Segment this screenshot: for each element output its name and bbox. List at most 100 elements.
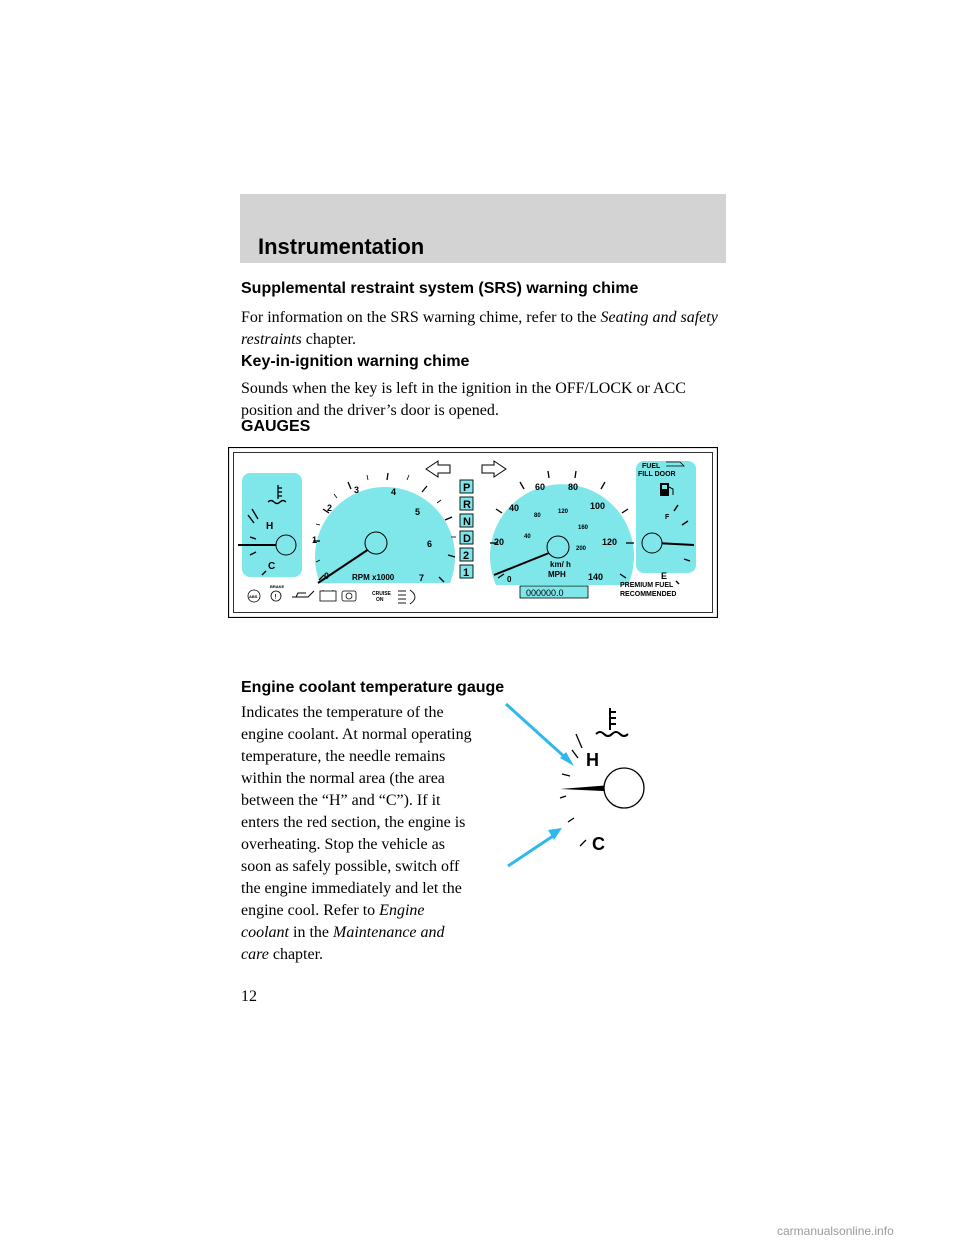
gear-label-R: R — [463, 499, 471, 511]
mph-tick-20: 20 — [494, 537, 504, 547]
kmh-tick-80: 80 — [534, 513, 541, 519]
coolant-gauge-figure: H C — [500, 700, 660, 870]
coolant-line: engine cool. Refer to Engine — [241, 900, 501, 922]
engine-check-icon — [341, 590, 357, 602]
tach-tick-1: 1 — [312, 535, 317, 545]
gear-box-N — [459, 513, 474, 528]
cruise-label-1: CRUISE — [372, 591, 392, 597]
tach-tick-5: 5 — [415, 507, 420, 517]
gear-label-1: 1 — [463, 567, 469, 579]
mph-tick-0: 0 — [507, 575, 512, 584]
brake-label: BRAKE — [270, 584, 285, 589]
tach-tick-7: 7 — [419, 573, 424, 583]
gear-box-R — [459, 496, 474, 511]
temp-cold-label: C — [268, 561, 275, 572]
page-number: 12 — [241, 988, 257, 1005]
high-beam-icon — [398, 589, 416, 605]
coolant-temp-icon — [267, 485, 287, 505]
odometer-readout: 000000.0 — [526, 588, 564, 598]
right-turn-arrow-icon — [481, 460, 507, 478]
header-band: Instrumentation — [240, 194, 726, 263]
srs-chapter-ref: Seating and safety restraints — [241, 309, 718, 348]
coolant-ref-3: Maintenance and — [333, 924, 445, 941]
mph-tick-120: 120 — [602, 537, 617, 547]
tach-label: RPM x1000 — [352, 573, 395, 582]
page-title: Instrumentation — [258, 234, 425, 259]
fuel-empty-label: E — [661, 571, 667, 581]
fuel-door-label-1: FUEL — [642, 463, 661, 470]
coolant-line: between the “H” and “C”). If it — [241, 792, 441, 809]
kmh-tick-40: 40 — [524, 534, 531, 540]
coolant-temp-icon — [595, 708, 629, 737]
coolant-line: within the normal area (the area — [241, 770, 445, 787]
cruise-label-2: ON — [376, 597, 384, 603]
mph-tick-100: 100 — [590, 501, 605, 511]
mph-tick-80: 80 — [568, 482, 578, 492]
coolant-line-text: engine cool. Refer to — [241, 902, 376, 919]
key-line-2: position and the driver’s door is opened… — [241, 402, 499, 419]
coolant-hot-label: H — [586, 750, 599, 770]
coolant-cold-label: C — [592, 834, 605, 854]
key-line-1: Sounds when the key is left in the ignit… — [241, 380, 686, 397]
coolant-line: coolant in the Maintenance and — [241, 922, 501, 944]
watermark: carmanualsonline.info — [777, 1224, 894, 1238]
fuel-gauge: FUEL FILL DOOR F E PREMIUM FUEL RECOMMEN… — [620, 461, 696, 598]
mph-unit-label: MPH — [548, 570, 566, 579]
battery-icon — [319, 590, 337, 602]
temp-hot-label: H — [266, 521, 273, 532]
oil-pressure-icon — [292, 590, 315, 598]
fuel-pump-icon — [660, 483, 674, 496]
fuel-door-label-2: FILL DOOR — [638, 471, 676, 478]
cold-pointer-arrow — [507, 832, 557, 868]
coolant-line: engine coolant. At normal operating — [241, 726, 472, 743]
srs-heading: Supplemental restraint system (SRS) warn… — [241, 280, 639, 297]
coolant-ref-1: Engine — [379, 902, 425, 919]
premium-fuel-label-1: PREMIUM FUEL — [620, 582, 674, 589]
abs-warning-icon: ABS — [247, 589, 261, 603]
gear-box-D — [459, 530, 474, 545]
gear-label-N: N — [463, 516, 471, 528]
tach-tick-6: 6 — [427, 539, 432, 549]
gear-box-1 — [459, 564, 474, 579]
srs-text: For information on the SRS warning chime… — [241, 309, 597, 326]
brake-warning-icon: BRAKE ! — [270, 584, 285, 602]
instrument-cluster: H C 0 1 2 3 4 5 6 7 RPM x1000 — [227, 446, 719, 619]
coolant-heading: Engine coolant temperature gauge — [241, 679, 505, 696]
mph-tick-40: 40 — [509, 503, 519, 513]
coolant-line: care chapter. — [241, 944, 501, 966]
gauges-heading: GAUGES — [241, 418, 311, 435]
key-heading: Key-in-ignition warning chime — [241, 353, 470, 370]
coolant-ref-4: care — [241, 946, 269, 963]
abs-label: ABS — [249, 594, 258, 599]
premium-fuel-label-2: RECOMMENDED — [620, 591, 676, 598]
tach-tick-0: 0 — [324, 571, 329, 581]
tach-tick-2: 2 — [327, 503, 332, 513]
gear-box-P — [459, 479, 474, 494]
coolant-ref-end: chapter. — [272, 946, 324, 963]
gear-label-P: P — [463, 482, 470, 494]
mph-tick-140: 140 — [588, 572, 603, 582]
tachometer: 0 1 2 3 4 5 6 7 RPM x1000 — [312, 472, 456, 584]
kmh-tick-200: 200 — [576, 546, 587, 552]
speedometer: 0 20 40 60 80 100 120 140 40 80 120 160 … — [490, 470, 634, 599]
coolant-line: soon as safely possible, switch off — [241, 858, 460, 875]
coolant-ref-2: coolant — [241, 924, 289, 941]
coolant-line: the engine immediately and let the — [241, 880, 462, 897]
srs-text-end: chapter. — [305, 331, 356, 348]
coolant-line: Indicates the temperature of the — [241, 704, 444, 721]
coolant-line: temperature, the needle remains — [241, 748, 446, 765]
gear-label-D: D — [463, 533, 471, 545]
hot-pointer-arrowhead-icon — [560, 752, 574, 766]
cold-pointer-arrowhead-icon — [548, 828, 562, 840]
gear-box-2 — [459, 547, 474, 562]
gear-label-2: 2 — [463, 550, 469, 562]
tach-tick-3: 3 — [354, 485, 359, 495]
temperature-gauge: H C — [238, 473, 302, 577]
tach-tick-4: 4 — [391, 487, 396, 497]
srs-paragraph: For information on the SRS warning chime… — [241, 307, 721, 351]
left-turn-arrow-icon — [425, 460, 451, 478]
hot-pointer-arrow — [504, 702, 570, 762]
kmh-tick-160: 160 — [578, 525, 589, 531]
coolant-line: overheating. Stop the vehicle as — [241, 836, 445, 853]
